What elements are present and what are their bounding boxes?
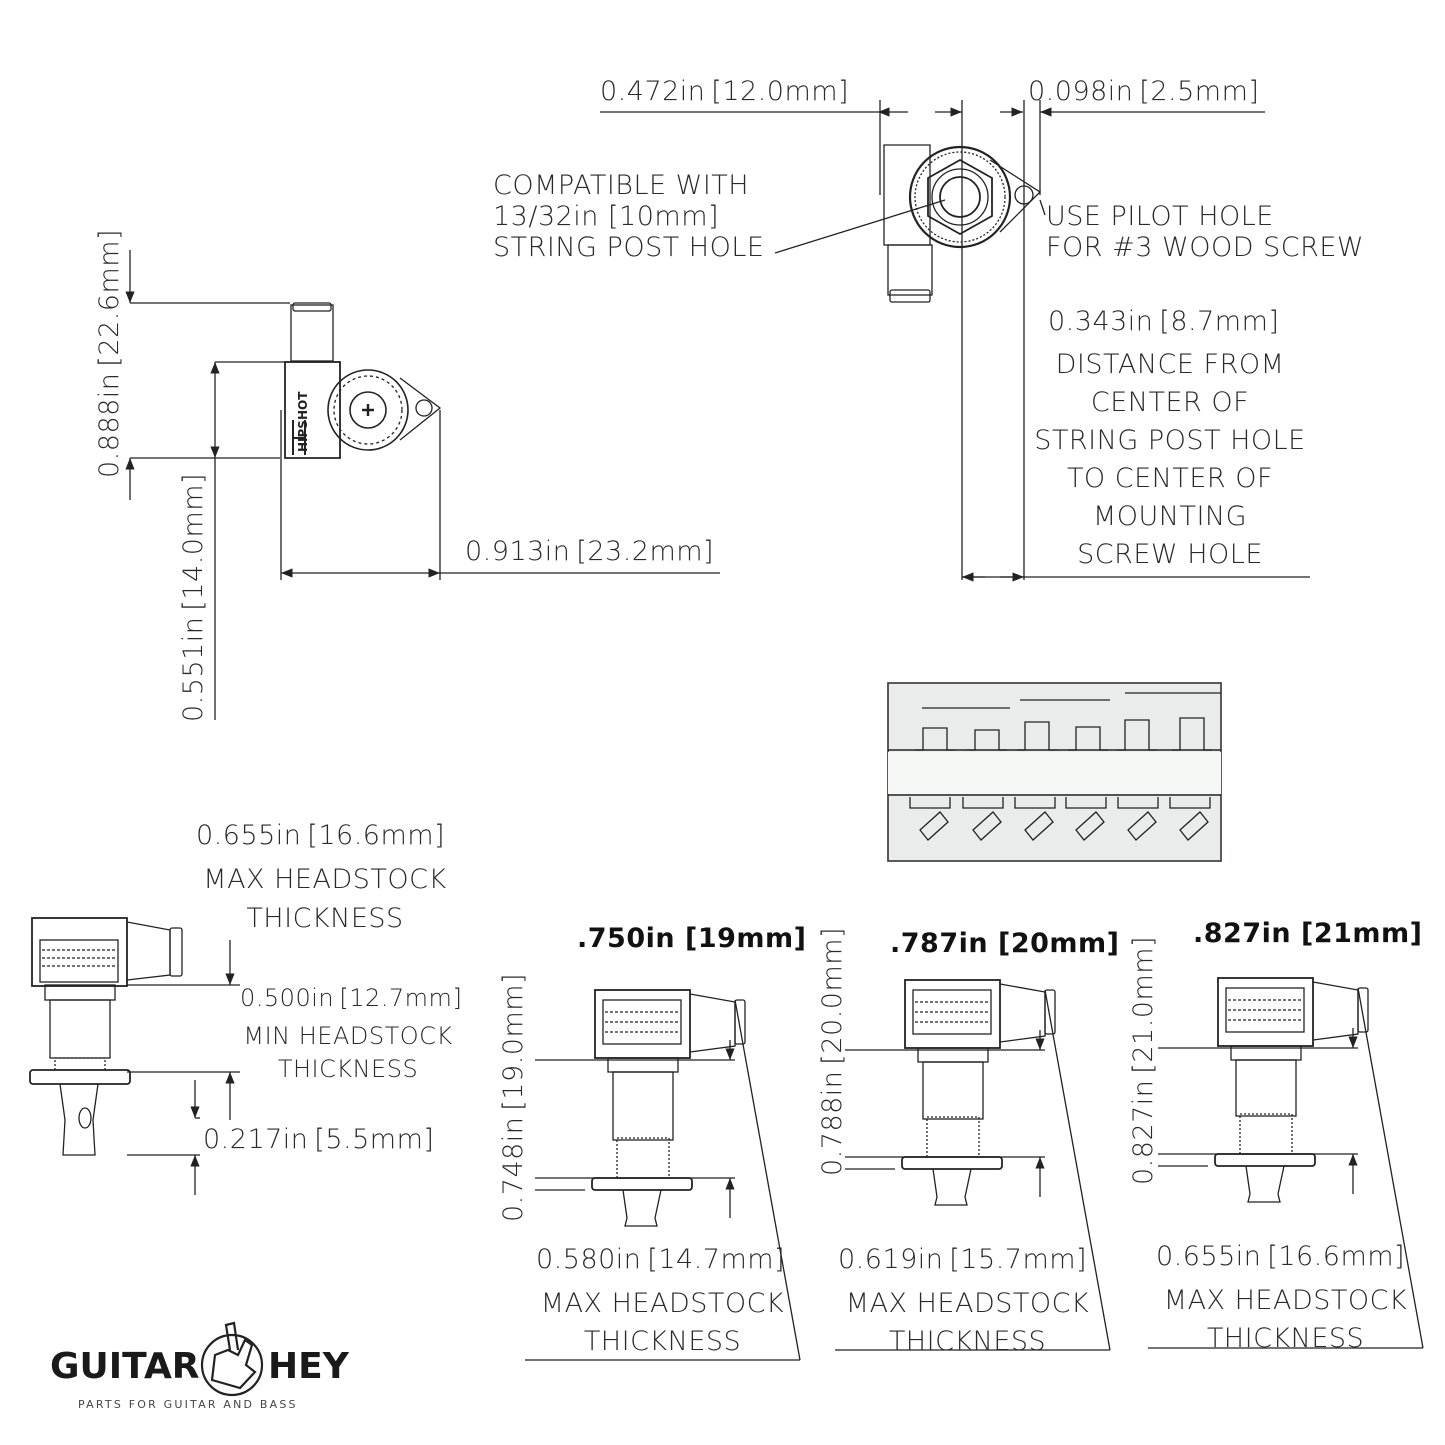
distance-line-1: DISTANCE FROM bbox=[1055, 349, 1285, 380]
logo-tagline: PARTS FOR GUITAR AND BASS bbox=[78, 1398, 298, 1411]
variant-1-caption-1: MAX HEADSTOCK bbox=[540, 1288, 785, 1319]
brand-mark: HIPSHOT bbox=[296, 391, 310, 452]
peg-row-bottom bbox=[909, 797, 1211, 841]
variant-3-caption-2: THICKNESS bbox=[1206, 1323, 1365, 1354]
compat-line-3: STRING POST HOLE bbox=[493, 232, 765, 263]
compat-line-1: COMPATIBLE WITH bbox=[493, 170, 750, 201]
peg-bottom-6 bbox=[1169, 797, 1211, 841]
dim-height-label: 0.888in [22.6mm] bbox=[94, 228, 125, 478]
variant-2-tuner bbox=[835, 979, 1111, 1351]
dim-offset-label: 0.098in [2.5mm] bbox=[1028, 76, 1260, 107]
dim-width-label: 0.472in [12.0mm] bbox=[600, 76, 850, 107]
variant-2-title: .787in [20mm] bbox=[890, 928, 1120, 959]
distance-line-5: MOUNTING bbox=[1092, 501, 1248, 532]
distance-line-3: STRING POST HOLE bbox=[1034, 425, 1306, 456]
variant-2-caption-2: THICKNESS bbox=[888, 1326, 1047, 1357]
peg-top-5 bbox=[1117, 719, 1157, 751]
peg-bottom-4 bbox=[1065, 797, 1107, 841]
variant-2-max-dim: 0.619in [15.7mm] bbox=[838, 1244, 1088, 1275]
variant-1-side-dim: 0.748in [19.0mm] bbox=[498, 972, 529, 1222]
variant-3-max-dim: 0.655in [16.6mm] bbox=[1156, 1241, 1406, 1272]
peg-top-3 bbox=[1017, 721, 1057, 751]
peg-top-1 bbox=[915, 727, 955, 751]
peg-bottom-2 bbox=[962, 797, 1004, 841]
logo-hey-text: HEY bbox=[268, 1346, 349, 1387]
peg-top-4 bbox=[1068, 726, 1108, 751]
front-min-line-1: MIN HEADSTOCK bbox=[243, 1022, 453, 1050]
variant-1-max-dim: 0.580in [14.7mm] bbox=[536, 1244, 786, 1275]
variant-3-title: .827in [21mm] bbox=[1193, 918, 1423, 949]
front-min-line-2: THICKNESS bbox=[277, 1055, 419, 1083]
variant-1-caption-2: THICKNESS bbox=[583, 1326, 742, 1357]
distance-line-6: SCREW HOLE bbox=[1077, 539, 1263, 570]
headstock-illustration bbox=[887, 682, 1222, 862]
front-max-line-1: MAX HEADSTOCK bbox=[203, 864, 447, 895]
top-view-drawing bbox=[600, 100, 1310, 582]
front-max-dim: 0.655in [16.6mm] bbox=[196, 820, 446, 851]
variant-3-tuner bbox=[1148, 977, 1424, 1349]
dim-distance-label: 0.343in [8.7mm] bbox=[1048, 306, 1280, 337]
variant-2-side-dim: 0.788in [20.0mm] bbox=[817, 926, 848, 1176]
pilot-line-1: USE PILOT HOLE bbox=[1046, 201, 1274, 232]
front-bottom-dim: 0.217in [5.5mm] bbox=[203, 1124, 435, 1155]
dim-length-label: 0.913in [23.2mm] bbox=[465, 536, 715, 567]
peg-bottom-3 bbox=[1014, 797, 1056, 841]
variant-2-caption-1: MAX HEADSTOCK bbox=[845, 1288, 1090, 1319]
front-view-drawing bbox=[29, 917, 240, 1195]
dim-center-label: 0.551in [14.0mm] bbox=[178, 472, 209, 722]
rock-hand-logo-icon bbox=[200, 1321, 264, 1397]
peg-top-6 bbox=[1172, 717, 1212, 751]
compat-line-2: 13/32in [10mm] bbox=[493, 201, 720, 232]
front-max-line-2: THICKNESS bbox=[246, 903, 404, 934]
peg-bottom-1 bbox=[909, 797, 951, 841]
peg-row-top bbox=[915, 717, 1212, 751]
logo-guitar-text: GUITAR bbox=[50, 1346, 200, 1387]
peg-top-2 bbox=[967, 729, 1007, 751]
distance-line-2: CENTER OF bbox=[1090, 387, 1250, 418]
front-min-dim: 0.500in [12.7mm] bbox=[240, 984, 463, 1012]
variant-3-caption-1: MAX HEADSTOCK bbox=[1163, 1285, 1408, 1316]
variant-1-title: .750in [19mm] bbox=[577, 923, 807, 954]
variant-3-side-dim: 0.827in [21.0mm] bbox=[1128, 935, 1159, 1185]
distance-line-4: TO CENTER OF bbox=[1066, 463, 1274, 494]
peg-bottom-5 bbox=[1117, 797, 1159, 841]
side-view-drawing bbox=[125, 250, 720, 720]
variant-1-tuner bbox=[525, 989, 801, 1361]
pilot-line-2: FOR #3 WOOD SCREW bbox=[1046, 232, 1365, 263]
variant-drawings bbox=[525, 977, 1424, 1361]
